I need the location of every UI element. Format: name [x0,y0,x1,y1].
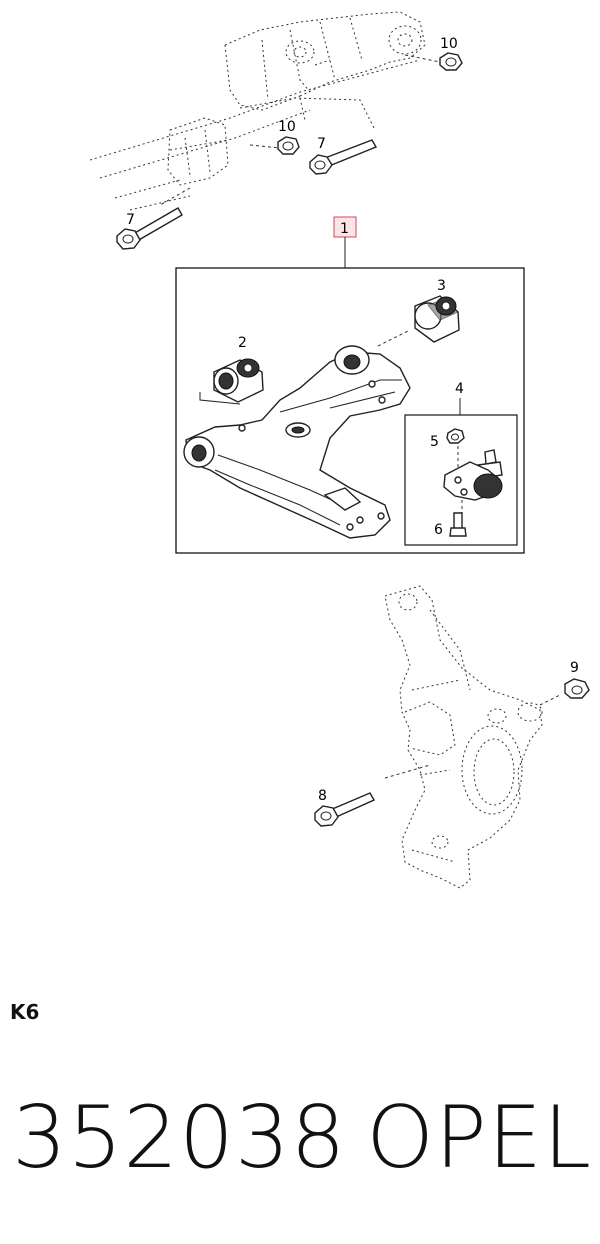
subframe-drawing [89,11,441,211]
nut-5 [446,428,465,444]
nut-9 [564,678,590,699]
ball-joint-kit-frame [404,414,518,546]
bushing-3 [414,295,460,343]
callout-1-box[interactable]: 1 [333,216,357,238]
callout-9: 9 [570,660,579,676]
callout-1: 1 [340,221,349,237]
bolt-7-left [116,207,183,250]
callout-3: 3 [437,278,446,294]
bushing-2 [213,358,264,403]
brand-name: OPEL [366,1088,592,1188]
callout-10-upper: 10 [440,36,458,52]
callout-4: 4 [455,381,464,397]
nut-10-middle [277,136,300,155]
callout-5: 5 [430,434,439,450]
page-code: K6 [10,1000,40,1024]
bolt-7-right [309,139,378,175]
bolt-6 [449,512,467,537]
callout-2: 2 [238,335,247,351]
callout-6: 6 [434,522,443,538]
control-arm-assembly-frame [175,267,525,554]
callout-10-middle: 10 [278,119,296,135]
ball-joint [443,446,503,515]
part-number: 352038 [12,1088,347,1188]
control-arm [183,345,411,539]
footer: 352038 OPEL [12,1088,592,1188]
nut-10-upper [439,52,463,71]
callout-7-left: 7 [126,212,135,228]
callout-8: 8 [318,788,327,804]
bolt-8 [314,792,375,827]
steering-knuckle [384,585,561,889]
callout-7-right: 7 [317,136,326,152]
